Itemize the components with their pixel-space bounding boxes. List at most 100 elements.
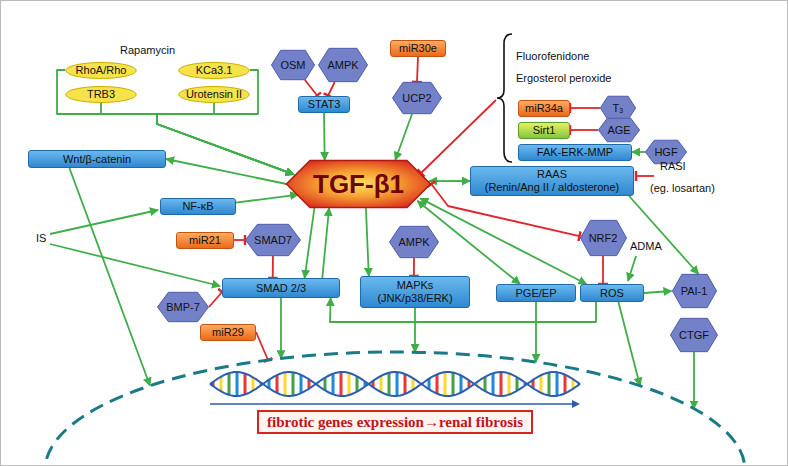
activation-connector (420, 198, 586, 284)
node-text: Wnt/β-catenin (63, 153, 131, 166)
dna-rung (540, 375, 543, 393)
activation-connector (157, 103, 294, 175)
node-sublabel: (Renin/Ang II / aldosterone) (485, 181, 620, 194)
node-label: miR30e (399, 42, 437, 55)
hexagon-outline (598, 118, 639, 142)
activation-connector (629, 196, 698, 274)
annotation-label: Rapamycin (120, 44, 175, 57)
molecule-hexagon: NRF2 (580, 220, 627, 256)
transcription-arrowhead (572, 400, 580, 408)
node-text: PGE/EP (516, 287, 557, 300)
node-label: NRF2 (589, 232, 618, 245)
inhibition-line (636, 175, 654, 177)
node-label: fibrotic genes expression→renal fibrosis (257, 410, 533, 434)
nucleus-outline (45, 352, 745, 466)
molecule-hexagon: BMP-7 (157, 292, 209, 322)
node-text: T₃ (612, 102, 623, 115)
node-text: miR29 (212, 326, 244, 339)
activation-connector (414, 308, 416, 352)
node-label: Sirt1 (533, 124, 556, 137)
hexagon-outline (600, 96, 635, 120)
node-label: NF-κB (182, 200, 213, 213)
pathway-ellipse: RhoA/Rho (65, 62, 137, 79)
activation-connector (535, 302, 537, 362)
dna-rung (324, 378, 327, 391)
activation-connector (236, 195, 298, 203)
node-label: HGF (654, 146, 677, 159)
node-label: PAI-1 (681, 285, 708, 298)
inhibition-connector (417, 57, 418, 83)
dna-rung (436, 374, 439, 393)
node-text: CTGF (679, 329, 709, 342)
node-text: FAK-ERK-MMP (537, 146, 613, 159)
node-label: MAPKs (397, 279, 434, 292)
microrna-box: miR21 (176, 232, 234, 249)
dna-rung (396, 372, 399, 396)
node-label: STAT3 (308, 98, 341, 111)
dna-rung (356, 376, 359, 391)
dna-rung (244, 374, 247, 395)
pathway-box: ROS (580, 284, 644, 302)
node-text: NRF2 (589, 232, 618, 245)
molecule-hexagon: OSM (271, 50, 315, 80)
node-text: AMPK (327, 59, 358, 72)
dna-rung (348, 373, 351, 395)
node-label: RAAS (537, 168, 567, 181)
dna-rung (300, 375, 303, 393)
pathway-ellipse: Urotensin II (178, 86, 250, 103)
dna-rung (460, 375, 463, 392)
activation-connector (366, 208, 369, 276)
node-label: RhoA/Rho (76, 64, 127, 77)
pathway-box: FAK-ERK-MMP (518, 144, 632, 161)
node-label: CTGF (679, 329, 709, 342)
inhibition-connector (328, 82, 335, 96)
node-text: MAPKs(JNK/p38/ERK) (377, 279, 452, 305)
activation-connector (322, 208, 329, 278)
node-label: SMAD7 (254, 234, 292, 247)
node-text: miR30e (399, 42, 437, 55)
dna-rung (484, 377, 487, 391)
nucleus-drawing (35, 352, 755, 466)
node-label: AGE (607, 124, 630, 137)
node-label: KCa3.1 (196, 64, 233, 77)
node-text: TRB3 (87, 88, 115, 101)
dna-strand (210, 372, 580, 396)
activation-connector (323, 113, 326, 161)
molecule-hexagon: UCP2 (392, 82, 442, 114)
hexagon-outline (271, 50, 314, 79)
node-label: T₃ (612, 102, 623, 115)
pathway-box: SMAD 2/3 (222, 278, 340, 298)
activation-line (628, 256, 636, 281)
pathway-box: RAAS(Renin/Ang II / aldosterone) (470, 166, 634, 196)
node-label: OSM (280, 59, 305, 72)
dna-rung (380, 376, 383, 392)
dna-rung (548, 372, 551, 395)
node-text: RAAS(Renin/Ang II / aldosterone) (485, 168, 620, 194)
molecule-hexagon: AMPK (389, 226, 439, 258)
pathway-box: STAT3 (298, 96, 350, 113)
activation-line (50, 244, 220, 286)
activation-connector (166, 159, 287, 184)
pathway-box: MAPKs(JNK/p38/ERK) (360, 276, 470, 308)
node-label: TRB3 (87, 88, 115, 101)
node-text: SMAD7 (254, 234, 292, 247)
node-text: UCP2 (402, 92, 431, 105)
dna-strand (210, 372, 580, 396)
node-text: OSM (280, 59, 305, 72)
node-label: UCP2 (402, 92, 431, 105)
dna-rung (340, 372, 343, 396)
inhibition-connector (413, 258, 415, 276)
activation-connector (618, 302, 640, 386)
activation-connector (57, 70, 294, 174)
dna-rung (220, 377, 223, 392)
activation-connector (395, 114, 412, 160)
node-label: PGE/EP (516, 287, 557, 300)
microrna-box: miR29 (200, 324, 256, 341)
annotation-label: Ergosterol peroxide (516, 72, 611, 85)
node-text: miR21 (189, 234, 221, 247)
pathway-box: Wnt/β-catenin (28, 150, 166, 168)
inhibition-connector (272, 256, 274, 278)
activation-connector (429, 180, 470, 182)
node-text: KCa3.1 (196, 64, 233, 77)
hexagon-outline (580, 220, 626, 255)
